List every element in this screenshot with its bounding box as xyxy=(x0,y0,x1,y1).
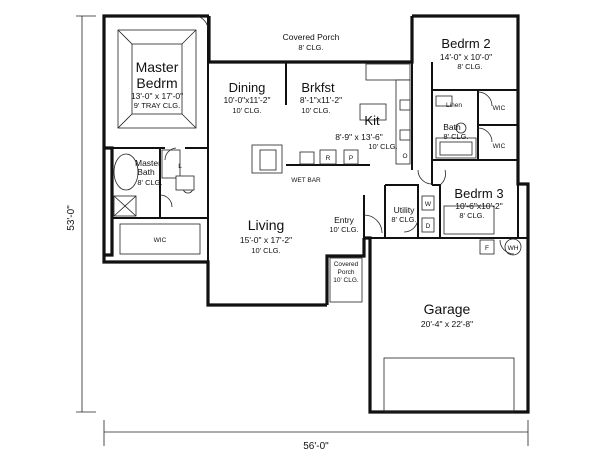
dimension-lines xyxy=(76,15,529,446)
furnace-label: F xyxy=(485,245,489,252)
overall-width-label: 56'-0" xyxy=(303,441,329,452)
utility-ceiling: 8' CLG. xyxy=(391,215,416,224)
wet-bar-label: WET BAR xyxy=(291,177,321,184)
covered-porch-front-name-2: Porch xyxy=(338,269,355,276)
covered-porch-front-ceiling: 10' CLG. xyxy=(333,277,359,284)
dining-dims: 10'-0"x11'-2" xyxy=(224,95,271,105)
refrigerator-label: R xyxy=(326,155,331,162)
master-wic-label: WIC xyxy=(154,237,167,244)
entry-name: Entry xyxy=(334,215,355,225)
master-bath-ceiling: 8' CLG. xyxy=(137,178,162,187)
bedroom3-ceiling: 8' CLG. xyxy=(459,211,484,220)
garage-name: Garage xyxy=(424,301,471,317)
door-swings xyxy=(159,15,515,255)
bedroom2-dims: 14'-0" x 10'-0" xyxy=(440,52,492,62)
fixtures xyxy=(113,29,522,413)
breakfast-dims: 8'-1"x11'-2" xyxy=(300,95,342,105)
living-dims: 15'-0" x 17'-2" xyxy=(240,235,292,245)
oven-label: O xyxy=(402,153,407,160)
master-bath-name-1: Master xyxy=(135,158,161,168)
bedroom3-dims: 10'-6"x10'-2" xyxy=(455,201,503,211)
entry-ceiling: 10' CLG. xyxy=(329,225,358,234)
living-ceiling: 10' CLG. xyxy=(251,246,280,255)
lavatory-label: L xyxy=(178,163,182,170)
wic-bed2-label: WIC xyxy=(493,105,506,112)
master-bedroom-dims: 13'-0" x 17'-0" xyxy=(131,91,183,101)
bedroom3-name: Bedrm 3 xyxy=(454,186,503,201)
bedroom2-ceiling: 8' CLG. xyxy=(457,62,482,71)
living-name: Living xyxy=(248,217,285,233)
dining-ceiling: 10' CLG. xyxy=(232,106,261,115)
master-bedroom-name-2: Bedrm xyxy=(136,75,177,91)
covered-porch-rear-ceiling: 8' CLG. xyxy=(298,43,323,52)
bath-name: Bath xyxy=(443,122,461,132)
kitchen-name: Kit xyxy=(364,113,380,128)
covered-porch-front-name-1: Covered xyxy=(334,261,359,268)
kitchen-ceiling: 10' CLG. xyxy=(368,142,397,151)
interior-walls xyxy=(112,16,528,262)
master-bath-name-2: Bath xyxy=(137,167,155,177)
utility-name: Utility xyxy=(394,205,416,215)
master-bedroom-ceiling: 9' TRAY CLG. xyxy=(134,101,180,110)
garage-dims: 20'-4" x 22'-8" xyxy=(421,319,473,329)
bedroom2-name: Bedrm 2 xyxy=(441,36,490,51)
pantry-label: P xyxy=(349,155,353,162)
water-heater-label: WH xyxy=(508,245,519,252)
washer-label: W xyxy=(425,201,432,208)
wic-bed3-label: WIC xyxy=(493,143,506,150)
master-bedroom-name-1: Master xyxy=(136,59,179,75)
covered-porch-rear-name: Covered Porch xyxy=(283,32,340,42)
breakfast-ceiling: 10' CLG. xyxy=(301,106,330,115)
dining-name: Dining xyxy=(229,80,266,95)
kitchen-dims: 8'-9" x 13'-6" xyxy=(335,132,383,142)
linen-label: Linen xyxy=(446,102,462,109)
dryer-label: D xyxy=(426,223,431,230)
overall-depth-label: 53'-0" xyxy=(66,205,77,231)
bath-ceiling: 8' CLG. xyxy=(443,132,468,141)
breakfast-name: Brkfst xyxy=(301,80,335,95)
